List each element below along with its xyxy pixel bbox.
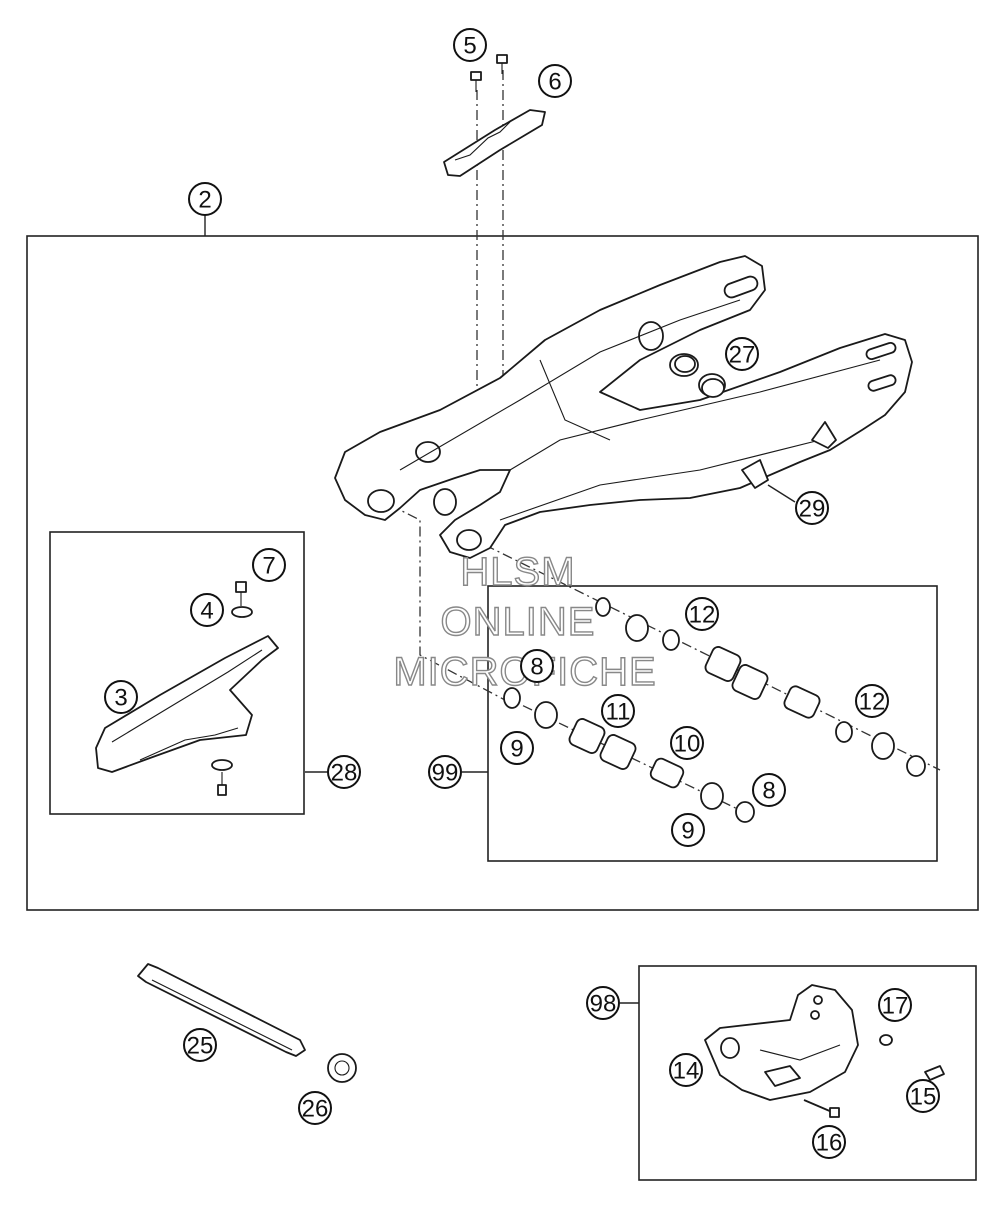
svg-text:6: 6	[548, 69, 561, 96]
callout-11[interactable]: 11	[601, 694, 635, 728]
svg-text:10: 10	[674, 731, 701, 758]
pivot-axle	[137, 963, 306, 1057]
watermark-line-1: HLSM	[460, 550, 575, 594]
svg-text:98: 98	[590, 991, 617, 1018]
slider-screws	[470, 54, 508, 92]
callout-28[interactable]: 28	[327, 755, 361, 789]
svg-text:4: 4	[200, 598, 213, 625]
callout-25[interactable]: 25	[183, 1028, 217, 1062]
svg-text:9: 9	[681, 818, 694, 845]
axle-nut	[327, 1053, 357, 1083]
svg-text:14: 14	[673, 1058, 700, 1085]
chain-guide	[704, 984, 859, 1101]
bearing-kit-parts	[503, 597, 926, 823]
svg-text:27: 27	[729, 342, 756, 369]
svg-text:29: 29	[799, 496, 826, 523]
callout-8a[interactable]: 8	[520, 649, 554, 683]
svg-text:16: 16	[816, 1130, 843, 1157]
callout-6[interactable]: 6	[538, 64, 572, 98]
svg-text:9: 9	[510, 736, 523, 763]
callout-9a[interactable]: 9	[500, 731, 534, 765]
callout-10[interactable]: 10	[670, 726, 704, 760]
callout-2[interactable]: 2	[188, 182, 222, 216]
svg-text:28: 28	[331, 760, 358, 787]
chain-slider-kit-frame	[49, 531, 305, 815]
svg-text:15: 15	[910, 1084, 937, 1111]
svg-text:3: 3	[114, 685, 127, 712]
callout-16[interactable]: 16	[812, 1125, 846, 1159]
callout-29[interactable]: 29	[795, 491, 829, 525]
svg-text:5: 5	[463, 33, 476, 60]
callout-15[interactable]: 15	[906, 1079, 940, 1113]
callout-26[interactable]: 26	[298, 1091, 332, 1125]
callout-12a[interactable]: 12	[685, 597, 719, 631]
svg-text:8: 8	[530, 654, 543, 681]
callout-27[interactable]: 27	[725, 337, 759, 371]
callout-98[interactable]: 98	[586, 986, 620, 1020]
callout-5[interactable]: 5	[453, 28, 487, 62]
callout-12b[interactable]: 12	[855, 684, 889, 718]
callout-99[interactable]: 99	[428, 755, 462, 789]
callout-8b[interactable]: 8	[752, 773, 786, 807]
chain-guide-hardware	[803, 1034, 945, 1118]
callout-17[interactable]: 17	[878, 988, 912, 1022]
bearing-kit-frame	[487, 585, 938, 862]
chain-slider	[95, 581, 279, 796]
svg-text:25: 25	[187, 1033, 214, 1060]
swingarm	[334, 255, 913, 559]
callout-7[interactable]: 7	[252, 548, 286, 582]
svg-text:7: 7	[262, 553, 275, 580]
svg-text:2: 2	[198, 187, 211, 214]
watermark: HLSM ONLINE MICROFICHE	[393, 549, 657, 694]
chain-guide-kit-frame	[638, 965, 977, 1181]
callout-3[interactable]: 3	[104, 680, 138, 714]
svg-text:11: 11	[606, 699, 631, 726]
svg-text:12: 12	[689, 602, 716, 629]
chain-slider-plate	[443, 109, 546, 177]
svg-text:8: 8	[762, 778, 775, 805]
svg-text:26: 26	[302, 1096, 329, 1123]
watermark-line-2: ONLINE	[441, 600, 596, 644]
callout-4[interactable]: 4	[190, 593, 224, 627]
svg-text:99: 99	[432, 760, 459, 787]
svg-text:12: 12	[859, 689, 886, 716]
callout-9b[interactable]: 9	[671, 813, 705, 847]
callout-14[interactable]: 14	[669, 1053, 703, 1087]
svg-text:17: 17	[882, 993, 909, 1020]
